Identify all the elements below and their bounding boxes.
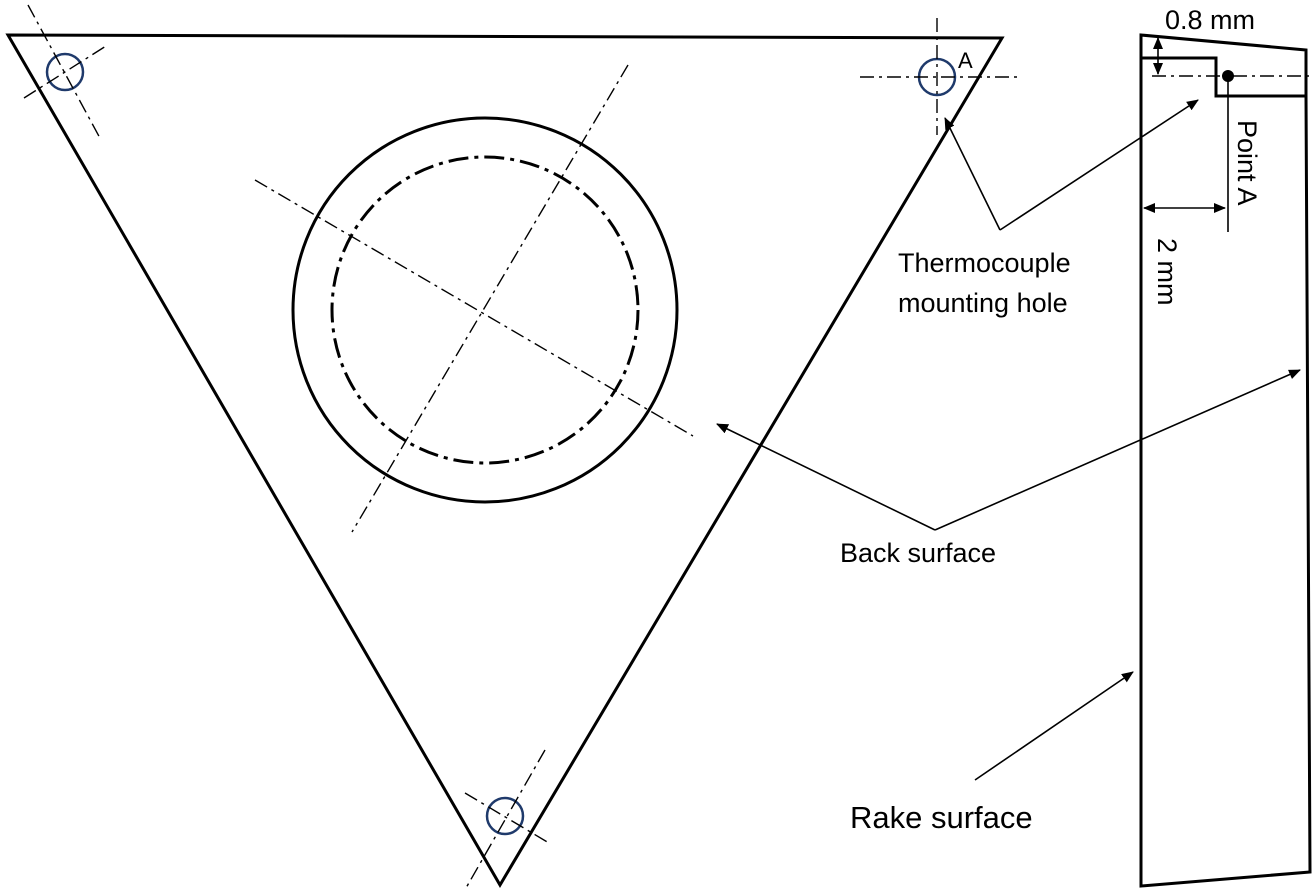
central-hole-centerline-2: [351, 64, 629, 533]
central-hole-outer-circle: [291, 116, 679, 504]
point-a-label: Point A: [1232, 120, 1262, 206]
dim-2mm-label: 2 mm: [1152, 238, 1182, 306]
hole-circle: [485, 796, 525, 836]
thermocouple-hole-bottom: [464, 749, 550, 889]
thermocouple-hole-top-left: [23, 4, 107, 141]
rake-surface-label: Rake surface: [850, 800, 1033, 835]
central-hole-inner-circle: [330, 155, 640, 465]
thermocouple-label-line2: mounting hole: [898, 288, 1068, 318]
back-surface-label: Back surface: [840, 538, 996, 568]
thermocouple-leader-right: [999, 99, 1199, 231]
insert-side-view-outline: [1139, 33, 1308, 98]
thermocouple-label-line1: Thermocouple: [898, 248, 1071, 278]
point-a-marker: A: [958, 48, 973, 73]
triangular-insert-outline: [5, 33, 1005, 888]
back-surface-leader-right: [934, 369, 1301, 531]
dim-0-8mm-label: 0.8 mm: [1165, 5, 1255, 35]
back-surface-leader-left: [716, 423, 936, 531]
thermocouple-hole-top-right: A: [860, 18, 1020, 135]
thermocouple-leader-left: [944, 117, 1001, 231]
insert-side-view-body: [1139, 56, 1312, 888]
rake-surface-leader: [974, 671, 1134, 781]
central-hole-centerline-1: [254, 179, 694, 437]
hole-circle: [45, 52, 85, 92]
